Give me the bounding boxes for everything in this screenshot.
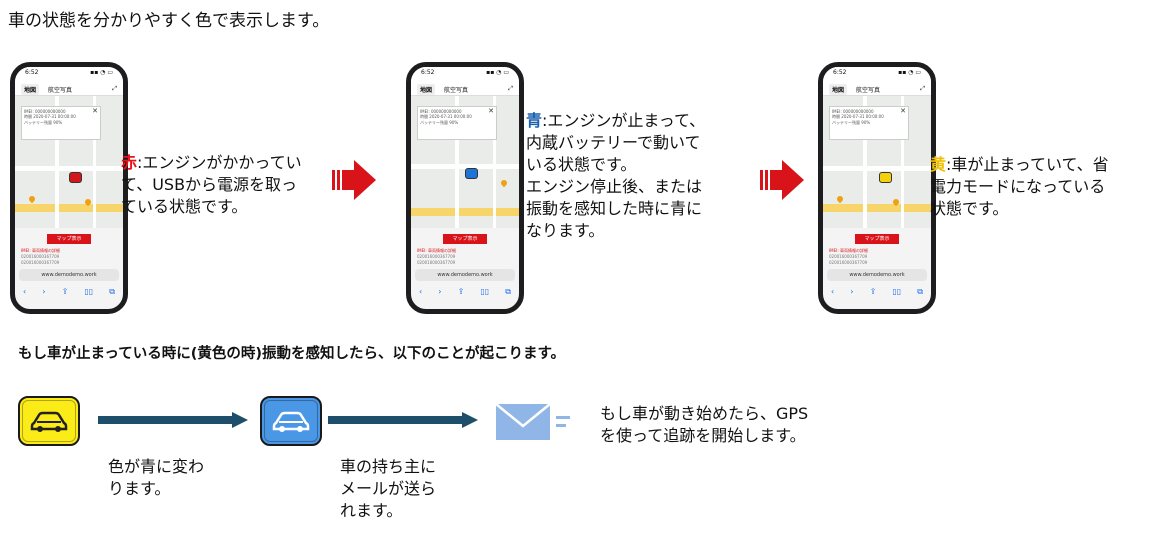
close-icon[interactable]: ✕ (488, 107, 494, 115)
map-view[interactable]: ✕ IMEI: 000000000000 時間 2020-07-31 00:00… (15, 96, 123, 228)
flow-step-2-text: 車の持ち主に メールが送ら れます。 (340, 457, 437, 520)
fullscreen-icon[interactable]: ⤢ (920, 85, 925, 92)
car-marker-icon[interactable] (69, 172, 82, 183)
map-view[interactable]: ✕ IMEI: 000000000000 時間 2020-07-31 00:00… (411, 96, 519, 228)
popup-line: 時間 2020-07-31 00:00:00 (832, 114, 884, 119)
status-time: 6:52 (25, 69, 39, 76)
arrow-icon (760, 160, 804, 200)
car-marker-icon[interactable] (879, 172, 892, 183)
bookmarks-icon[interactable]: ▯▯ (84, 287, 94, 296)
info-popup: ✕ IMEI: 000000000000 時間 2020-07-31 00:00… (417, 106, 497, 140)
popup-line: バッテリー残量 90% (420, 120, 459, 125)
map-view[interactable]: ✕ IMEI: 000000000000 時間 2020-07-31 00:00… (823, 96, 931, 228)
arrow-icon (332, 160, 376, 200)
state-color-word: 黄 (930, 155, 947, 174)
close-icon[interactable]: ✕ (900, 107, 906, 115)
bookmarks-icon[interactable]: ▯▯ (892, 287, 902, 296)
fullscreen-icon[interactable]: ⤢ (508, 85, 513, 92)
share-icon[interactable]: ⇪ (869, 287, 877, 296)
popup-line: IMEI: 000000000000 (832, 109, 874, 114)
flow-arrow-icon (328, 412, 478, 428)
map-pin-icon (27, 194, 37, 204)
meta-line: 020016000367709 (21, 260, 60, 265)
intro-text: 車の状態を分かりやすく色で表示します。 (8, 11, 330, 31)
state-color-word: 赤 (121, 153, 138, 172)
meta-link[interactable]: IMEI: 車両情報の詳細 (417, 248, 456, 253)
signal-icon: ▪▪ ◔ ▭ (486, 69, 509, 76)
flow-step-3-text: もし車が動き始めたら、GPS を使って追跡を開始します。 (600, 404, 809, 445)
tab-map[interactable]: 地図 (21, 83, 40, 95)
forward-icon[interactable]: › (42, 287, 46, 296)
tab-aerial[interactable]: 航空写真 (444, 86, 469, 94)
close-icon[interactable]: ✕ (92, 107, 98, 115)
back-icon[interactable]: ‹ (419, 287, 423, 296)
tab-map[interactable]: 地図 (417, 83, 436, 95)
state-color-word: 青 (526, 111, 543, 130)
map-display-button[interactable]: マップ表示 (855, 234, 899, 244)
signal-icon: ▪▪ ◔ ▭ (90, 69, 113, 76)
tabs-icon[interactable]: ⧉ (109, 287, 115, 296)
back-icon[interactable]: ‹ (23, 287, 27, 296)
info-popup: ✕ IMEI: 000000000000 時間 2020-07-31 00:00… (21, 106, 101, 140)
bookmarks-icon[interactable]: ▯▯ (480, 287, 490, 296)
tabs-icon[interactable]: ⧉ (917, 287, 923, 296)
map-pin-icon (835, 194, 845, 204)
state-description-red: 赤:エンジンがかかってい て、USBから電源を取っ ている状態です。 (121, 152, 302, 218)
yellow-car-icon (18, 396, 80, 446)
mail-icon (496, 403, 570, 440)
meta-link[interactable]: IMEI: 車両情報の詳細 (829, 248, 868, 253)
tab-aerial[interactable]: 航空写真 (48, 86, 73, 94)
map-pin-icon (499, 178, 509, 188)
url-bar[interactable]: www.demodemo.work (827, 269, 927, 281)
state-text: :エンジンがかかってい て、USBから電源を取っ ている状態です。 (121, 153, 302, 216)
info-popup: ✕ IMEI: 000000000000 時間 2020-07-31 00:00… (829, 106, 909, 140)
signal-icon: ▪▪ ◔ ▭ (898, 69, 921, 76)
popup-line: IMEI: 000000000000 (420, 109, 462, 114)
fullscreen-icon[interactable]: ⤢ (112, 85, 117, 92)
meta-line: 020016000367709 (829, 254, 868, 259)
popup-line: 時間 2020-07-31 00:00:00 (420, 114, 472, 119)
meta-line: 020016000367709 (21, 254, 60, 259)
url-bar[interactable]: www.demodemo.work (415, 269, 515, 281)
map-display-button[interactable]: マップ表示 (47, 234, 91, 244)
meta-link[interactable]: IMEI: 車両情報の詳細 (21, 248, 60, 253)
car-marker-icon[interactable] (465, 168, 478, 179)
flow-step-1-text: 色が青に変わ ります。 (108, 457, 205, 498)
status-time: 6:52 (421, 69, 435, 76)
back-icon[interactable]: ‹ (831, 287, 835, 296)
phone-screenshot-yellow: 6:52 ▪▪ ◔ ▭ 地図 航空写真 ⤢ ✕ IMEI: 00000000000… (818, 62, 936, 314)
map-display-button[interactable]: マップ表示 (443, 234, 487, 244)
tab-map[interactable]: 地図 (829, 83, 848, 95)
forward-icon[interactable]: › (438, 287, 442, 296)
share-icon[interactable]: ⇪ (61, 287, 69, 296)
status-time: 6:52 (833, 69, 847, 76)
state-description-yellow: 黄:車が止まっていて、省 電力モードになっている 状態です。 (930, 154, 1109, 220)
meta-line: 020016000367709 (417, 254, 456, 259)
condition-heading: もし車が止まっている時に(黄色の時)振動を感知したら、以下のことが起こります。 (18, 346, 565, 362)
popup-line: IMEI: 000000000000 (24, 109, 66, 114)
phone-screenshot-red: 6:52 ▪▪ ◔ ▭ 地図 航空写真 ⤢ ✕ IMEI: 00000000000… (10, 62, 128, 314)
meta-line: 020016000367709 (829, 260, 868, 265)
popup-line: バッテリー残量 90% (24, 120, 63, 125)
state-description-blue: 青:エンジンが止まって、 内蔵バッテリーで動いて いる状態です。 エンジン停止後… (526, 110, 705, 242)
state-text: :車が止まっていて、省 電力モードになっている 状態です。 (930, 155, 1109, 218)
meta-line: 020016000367709 (417, 260, 456, 265)
popup-line: 時間 2020-07-31 00:00:00 (24, 114, 76, 119)
url-bar[interactable]: www.demodemo.work (19, 269, 119, 281)
tabs-icon[interactable]: ⧉ (505, 287, 511, 296)
popup-line: バッテリー残量 90% (832, 120, 871, 125)
share-icon[interactable]: ⇪ (457, 287, 465, 296)
flow-arrow-icon (98, 412, 248, 428)
blue-car-icon (260, 396, 322, 446)
forward-icon[interactable]: › (850, 287, 854, 296)
tab-aerial[interactable]: 航空写真 (856, 86, 881, 94)
phone-screenshot-blue: 6:52 ▪▪ ◔ ▭ 地図 航空写真 ⤢ ✕ IMEI: 00000000000… (406, 62, 524, 314)
car-icon (30, 411, 68, 432)
state-text: :エンジンが止まって、 内蔵バッテリーで動いて いる状態です。 エンジン停止後、… (526, 111, 706, 240)
car-icon (272, 411, 310, 432)
